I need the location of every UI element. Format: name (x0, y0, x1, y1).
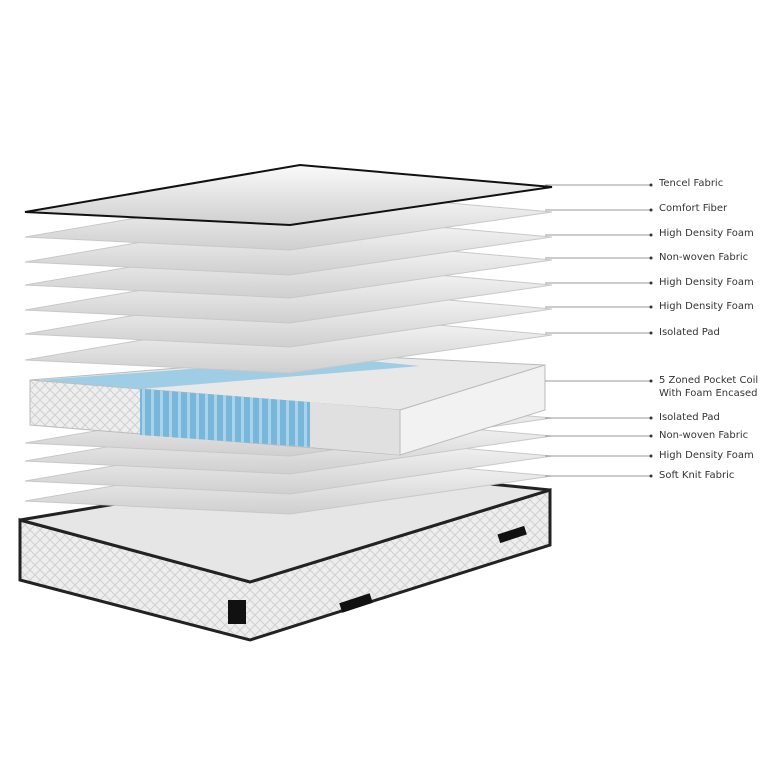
layer-label: Non-woven Fabric (659, 251, 748, 264)
layer-label-text: Comfort Fiber (659, 203, 728, 214)
leader-dot (649, 233, 653, 237)
layer-label: Isolated Pad (659, 411, 720, 424)
leader-dot (649, 416, 653, 420)
layer-label: High Density Foam (659, 227, 754, 240)
layer-label-text: With Foam Encased (659, 388, 758, 399)
leader-dot (649, 434, 653, 438)
leader-dot (649, 331, 653, 335)
layer-label-text: High Density Foam (659, 277, 754, 288)
leader-dot (649, 256, 653, 260)
layer-label: Tencel Fabric (659, 177, 723, 190)
leader-dot (649, 281, 653, 285)
layer-label: High Density Foam (659, 276, 754, 289)
leader-dot (649, 379, 653, 383)
layer-label: High Density Foam (659, 449, 754, 462)
leader-dot (649, 183, 653, 187)
brand-tag (497, 525, 527, 544)
layer-label: High Density Foam (659, 300, 754, 313)
label-tag (228, 600, 246, 624)
layer-label-text: Tencel Fabric (659, 178, 724, 189)
leader-dot (649, 305, 653, 309)
layer-label-text: High Density Foam (659, 228, 754, 239)
layer-label-text: 5 Zoned Pocket Coil (659, 375, 759, 386)
leader-dot (649, 208, 653, 212)
layer-label: Comfort Fiber (659, 202, 727, 215)
layer-label: Isolated Pad (659, 326, 720, 339)
layer-label-text: Isolated Pad (659, 412, 720, 423)
layer-label-text: Soft Knit Fabric (659, 470, 735, 481)
layer-label: Non-woven Fabric (659, 429, 748, 442)
layer-sheet (24, 163, 553, 227)
leader-dot (649, 474, 653, 478)
layer-label: Soft Knit Fabric (659, 469, 734, 482)
layer-label-text: Non-woven Fabric (659, 252, 749, 263)
layer-label-text: High Density Foam (659, 301, 754, 312)
layer-label-text: Isolated Pad (659, 327, 720, 338)
layer-label-text: High Density Foam (659, 450, 754, 461)
brand-tag (339, 593, 373, 613)
layer-label-text: Non-woven Fabric (659, 430, 749, 441)
leader-dot (649, 454, 653, 458)
